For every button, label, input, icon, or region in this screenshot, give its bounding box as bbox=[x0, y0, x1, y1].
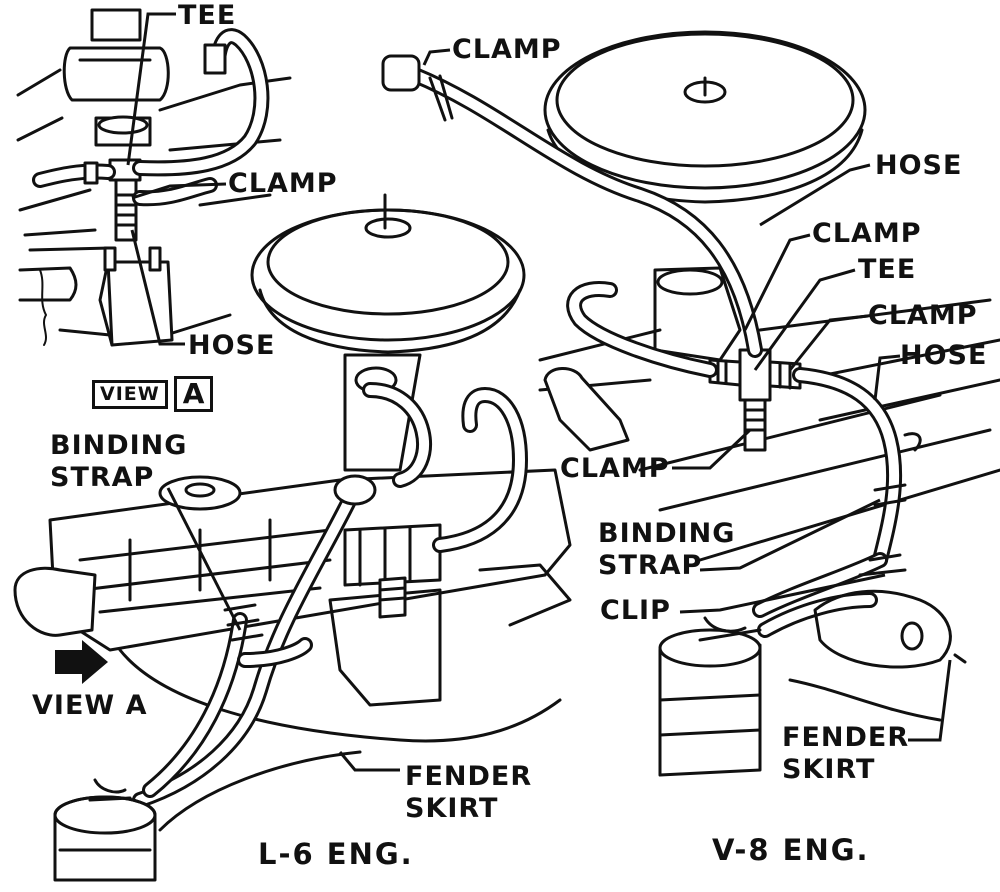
label-tee-top-left: TEE bbox=[178, 0, 237, 31]
v8-engine-drawing bbox=[381, 30, 1000, 777]
view-a-box: VIEW A bbox=[92, 376, 214, 412]
view-a-box-letter: A bbox=[173, 376, 214, 412]
label-clamp-top-right: CLAMP bbox=[452, 34, 562, 65]
label-fender-skirt-right-line1: FENDER bbox=[782, 722, 910, 753]
label-clamp-right-3: CLAMP bbox=[560, 453, 670, 484]
view-a-box-word: VIEW bbox=[92, 379, 168, 409]
l6-engine-drawing bbox=[13, 193, 572, 882]
label-binding-strap-left-line2: STRAP bbox=[50, 462, 155, 493]
label-binding-strap-right-line2: STRAP bbox=[598, 550, 703, 581]
label-view-a-arrow: VIEW A bbox=[32, 690, 148, 721]
label-hose-right-top: HOSE bbox=[875, 150, 963, 181]
caption-l6-engine: L-6 ENG. bbox=[258, 837, 414, 871]
label-hose-right-2: HOSE bbox=[900, 340, 988, 371]
caption-v8-engine: V-8 ENG. bbox=[712, 833, 870, 867]
label-hose-left: HOSE bbox=[188, 330, 276, 361]
label-clamp-right-2: CLAMP bbox=[868, 300, 978, 331]
label-clamp-right-1: CLAMP bbox=[812, 218, 922, 249]
label-tee-right: TEE bbox=[858, 254, 917, 285]
view-a-inset bbox=[16, 8, 292, 347]
label-binding-strap-left-line1: BINDING bbox=[50, 430, 188, 461]
label-clip-right: CLIP bbox=[600, 595, 671, 626]
label-clamp-left: CLAMP bbox=[228, 168, 338, 199]
label-binding-strap-right-line1: BINDING bbox=[598, 518, 736, 549]
label-fender-skirt-left-line2: SKIRT bbox=[405, 793, 499, 824]
label-fender-skirt-left-line1: FENDER bbox=[405, 761, 533, 792]
label-fender-skirt-right-line2: SKIRT bbox=[782, 754, 876, 785]
